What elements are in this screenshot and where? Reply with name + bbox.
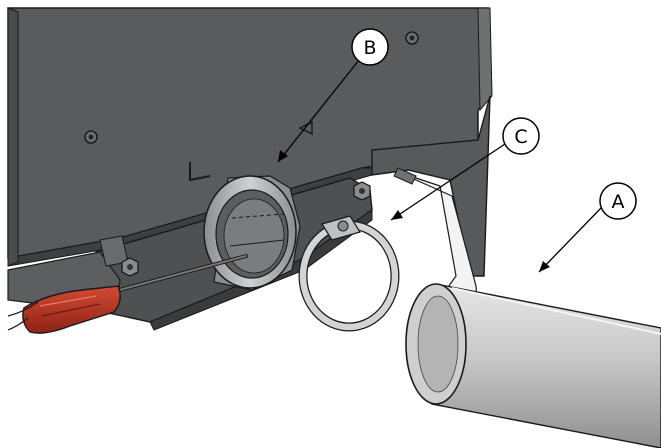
- plate-nut-right: [353, 181, 371, 201]
- callout-c: C: [502, 117, 540, 155]
- flue-pipe-icon: [405, 283, 661, 448]
- svg-text:A: A: [612, 191, 625, 213]
- callout-a: A: [599, 182, 637, 220]
- leader-line-c: [390, 141, 509, 221]
- hose-clamp-icon: [298, 215, 400, 332]
- exhaust-collar-icon: [203, 175, 301, 291]
- panel-screw-top-right: [405, 31, 419, 45]
- leader-line-b: [277, 59, 360, 163]
- callout-b: B: [351, 28, 389, 66]
- svg-text:B: B: [363, 37, 376, 59]
- screwdriver-icon: [7, 254, 248, 334]
- plate-nut-left: [121, 257, 139, 277]
- panel-screw-left: [84, 130, 98, 144]
- leader-line-a: [538, 207, 602, 273]
- svg-text:C: C: [514, 126, 527, 148]
